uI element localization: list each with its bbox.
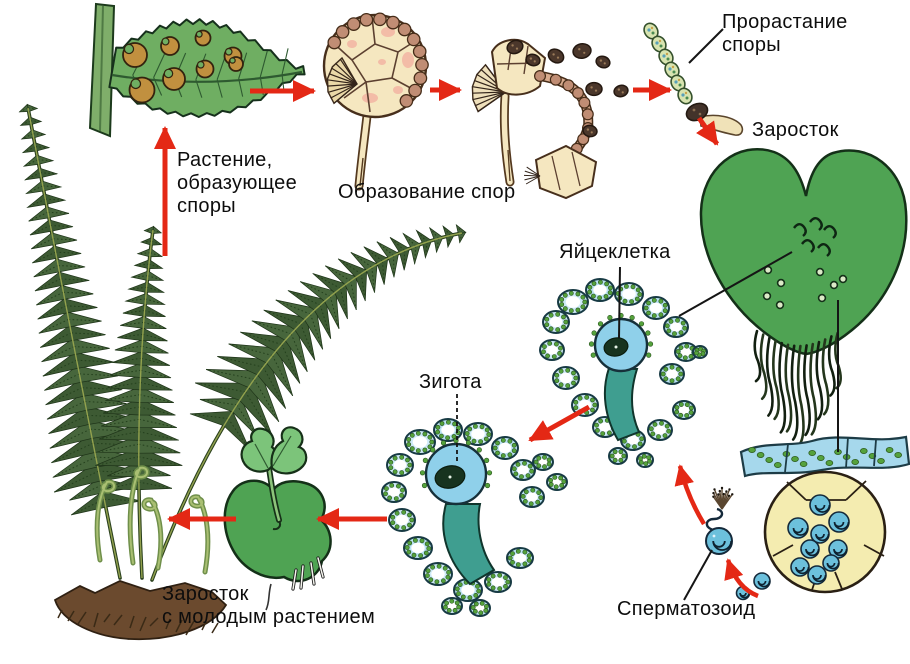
arrow-antheridium-to-spermatozoid <box>724 558 759 599</box>
egg-cell-tissue-illustration <box>539 278 708 468</box>
label-prothallus-with-young-plant: Заросток с молодым растением <box>162 583 376 629</box>
spermatozoid-illustration <box>705 486 734 555</box>
zygote-tissue-illustration <box>381 418 568 617</box>
germinating-spore-illustration <box>643 22 744 136</box>
label-egg-cell: Яйцеклетка <box>559 241 671 263</box>
label-prothallus: Заросток <box>752 119 839 141</box>
arrow-spermatozoid-to-egg <box>674 464 706 526</box>
label-plant-forming-spores: Растение, образующее споры <box>177 149 298 218</box>
pointer-lines <box>456 28 839 601</box>
antheridium-illustration <box>735 435 910 601</box>
pointer-spore-germination <box>688 28 724 64</box>
pointer-spermatozoid <box>683 549 713 601</box>
pointer-egg-cell <box>618 266 621 339</box>
open-sporangium-with-spores-illustration <box>471 38 629 200</box>
arrow-germination-to-prothallus <box>696 116 720 146</box>
prothallus-illustration <box>699 147 908 447</box>
label-zygote: Зигота <box>419 371 482 393</box>
label-spermatozoid: Сперматозоид <box>617 598 756 620</box>
label-spore-formation: Образование спор <box>338 181 516 203</box>
adult-fern-illustration <box>18 103 467 641</box>
pointer-prothallus-to-egg-tissue <box>678 251 793 317</box>
arrow-egg-to-zygote <box>528 404 591 443</box>
cycle-arrows <box>153 78 759 599</box>
prothallus-with-young-plant-illustration <box>223 426 332 611</box>
closed-sporangium-illustration <box>322 12 429 191</box>
label-spore-germination: Прорастание споры <box>722 11 848 57</box>
fertile-pinna-illustration <box>88 2 306 138</box>
